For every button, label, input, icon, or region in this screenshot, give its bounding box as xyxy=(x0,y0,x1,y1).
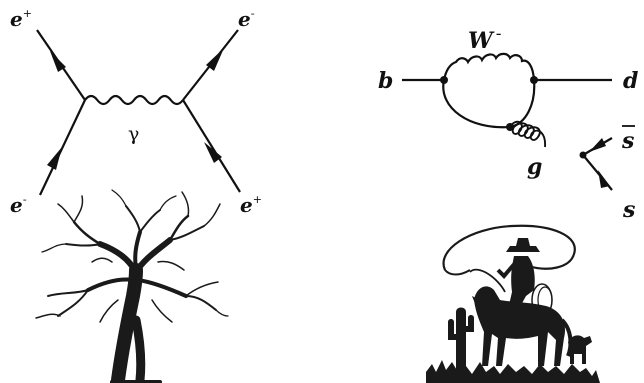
label-b: b xyxy=(378,68,393,94)
label-e-bottom-left: e- xyxy=(10,193,27,217)
label-s-bar: s xyxy=(621,128,634,154)
label-gluon: g xyxy=(527,154,542,180)
arrow-top-right xyxy=(206,48,224,71)
fermion-line-bottom-left xyxy=(39,99,86,196)
arrow-quark-s xyxy=(598,170,610,188)
arrow-bottom-right xyxy=(204,142,222,163)
cowboy-lasso-silhouette-icon xyxy=(426,224,600,383)
vertex-right xyxy=(530,76,538,84)
label-e-top-left: e+ xyxy=(10,7,32,31)
tree-silhouette-icon xyxy=(35,189,229,383)
vertex-left xyxy=(440,76,448,84)
arrow-top-left xyxy=(50,51,66,72)
label-s: s xyxy=(622,197,635,223)
label-photon: γ xyxy=(128,123,139,145)
arrow-antiquark xyxy=(589,138,606,152)
label-d: d xyxy=(623,68,638,94)
quark-loop-arc xyxy=(442,79,536,129)
w-boson-arc xyxy=(442,52,536,81)
label-e-top-right: e- xyxy=(238,7,255,31)
photon-line xyxy=(84,94,184,106)
label-e-bottom-right: e+ xyxy=(240,193,262,217)
gluon-line xyxy=(509,120,546,148)
fermion-line-bottom-right xyxy=(182,99,241,193)
feynman-diagram-annihilation: e+ e- e- e+ γ xyxy=(10,7,262,217)
arrow-bottom-left xyxy=(47,147,62,170)
feynman-diagram-penguin: b d W- g s s xyxy=(378,24,638,223)
label-w-boson: W- xyxy=(468,24,502,54)
